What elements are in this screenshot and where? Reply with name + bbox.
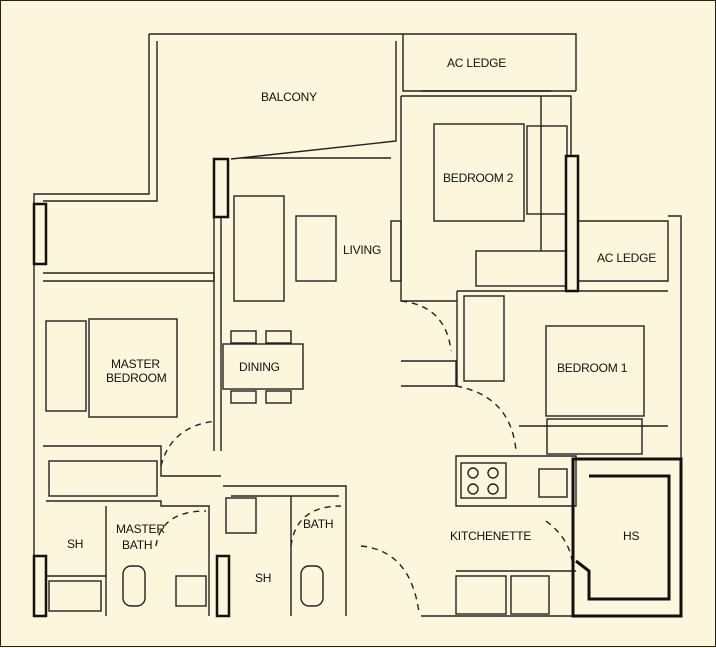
burner [467,483,479,495]
basin-bath [225,497,257,534]
toilet-master [122,565,146,607]
door-swing [290,505,342,547]
room-label-ac-ledge-top: AC LEDGE [447,56,507,70]
bedroom2-bed [433,123,525,222]
bedroom2-pillows [526,125,568,215]
room-label-sh-right: SH [255,571,272,585]
room-label-dining: DINING [239,360,280,374]
stove [460,462,507,499]
room-label-ac-ledge-right: AC LEDGE [597,251,657,265]
door-swing [545,520,574,572]
kitchen-sink [538,468,568,498]
outer-wall [149,33,577,91]
room-label-balcony: BALCONY [261,90,317,104]
balcony-divider [230,41,397,160]
living-tv [390,220,402,282]
room-label-kitchenette: KITCHENETTE [450,529,532,543]
shower-tray [48,580,102,612]
wardrobe-bedroom2 [475,250,567,287]
household-shelter [571,457,683,618]
balcony-inner-wall [43,41,158,202]
room-label-sh-left: SH [67,537,84,551]
column [32,554,48,618]
wardrobe-master [48,460,158,497]
living-table [295,215,337,282]
door-swing [155,510,207,547]
washer [510,575,550,615]
fridge [455,575,507,615]
bath-walls [46,500,210,616]
room-label-bath: BATH [303,517,334,531]
door-swing [400,300,452,352]
room-label-living: LIVING [343,243,382,257]
bedroom2-wall [400,96,457,302]
master-bed [88,318,178,418]
burner [467,467,479,479]
room-label-hs: HS [623,529,640,543]
bath-walls [223,485,347,616]
toilet-bath [300,565,324,607]
door-swing [160,420,217,467]
room-label-master-bath-2: BATH [122,538,153,552]
hs-inner [575,474,671,601]
room-label-master-bedroom-2: BEDROOM [106,371,167,385]
dining-chair [230,390,257,404]
master-bedroom-wall [43,272,215,282]
door-swing [360,545,420,614]
bedroom1-bed [545,325,645,417]
burner [487,483,499,495]
master-bedroom-wall [43,445,221,477]
room-label-bedroom-1: BEDROOM 1 [557,361,628,375]
dining-chair [230,330,257,344]
dining-chair [265,390,292,404]
room-label-master-bath-1: MASTER [116,522,165,536]
bedroom2-wall [401,95,572,156]
kitchen-walls [455,455,577,507]
column [212,157,230,219]
kitchen-walls [401,360,457,387]
column [215,554,231,618]
dining-chair [265,330,292,344]
ac-ledge-right [576,220,669,282]
room-label-master-bedroom-1: MASTER [111,357,160,371]
dining-table [222,343,304,390]
column [32,202,48,266]
bedroom1-pillows [546,418,643,455]
master-bed-pillows [45,320,87,412]
burner [487,467,499,479]
door-swing [455,385,517,452]
living-sofa [233,195,285,302]
column [564,154,580,293]
wardrobe-bedroom1 [463,295,505,382]
room-label-bedroom-2: BEDROOM 2 [443,171,514,185]
basin-master [175,575,207,607]
